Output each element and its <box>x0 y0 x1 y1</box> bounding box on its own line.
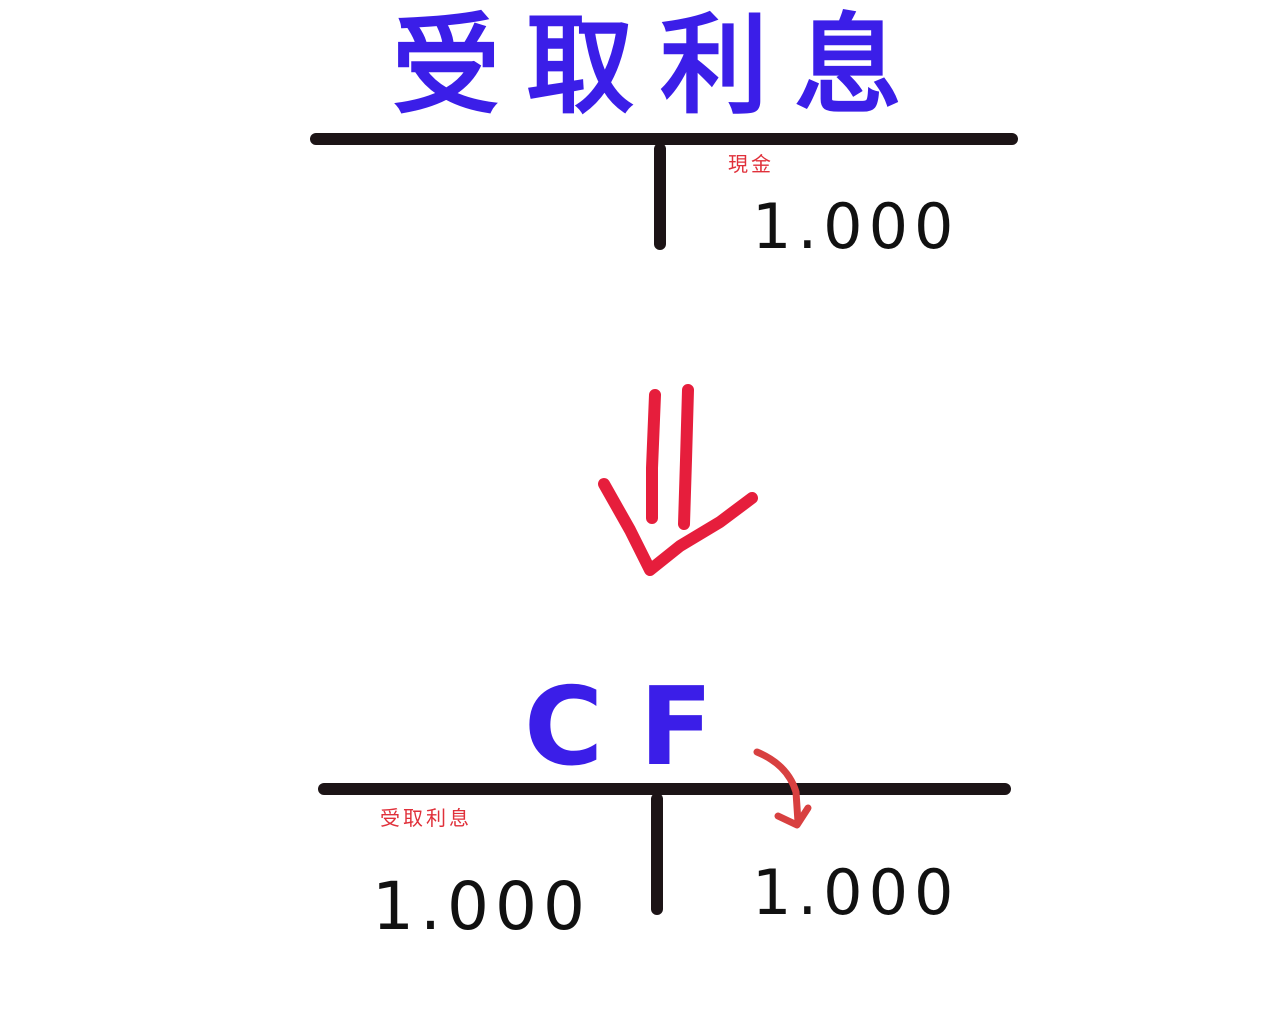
top-account-title: 受取利息 <box>392 4 929 129</box>
top-account-vertical-line <box>654 143 666 250</box>
bottom-account-debit-label: 受取利息 <box>380 806 472 830</box>
bottom-account-credit-amount: 1.000 <box>752 856 960 929</box>
bottom-account-vertical-line <box>651 793 663 915</box>
bottom-account-horizontal-line <box>318 783 1011 795</box>
bottom-account-debit-amount: 1.000 <box>372 868 591 945</box>
bottom-account-title: CF <box>524 665 750 790</box>
top-account-horizontal-line <box>310 133 1018 145</box>
top-account-credit-amount: 1.000 <box>752 190 960 263</box>
top-account-credit-label: 現金 <box>728 152 774 176</box>
